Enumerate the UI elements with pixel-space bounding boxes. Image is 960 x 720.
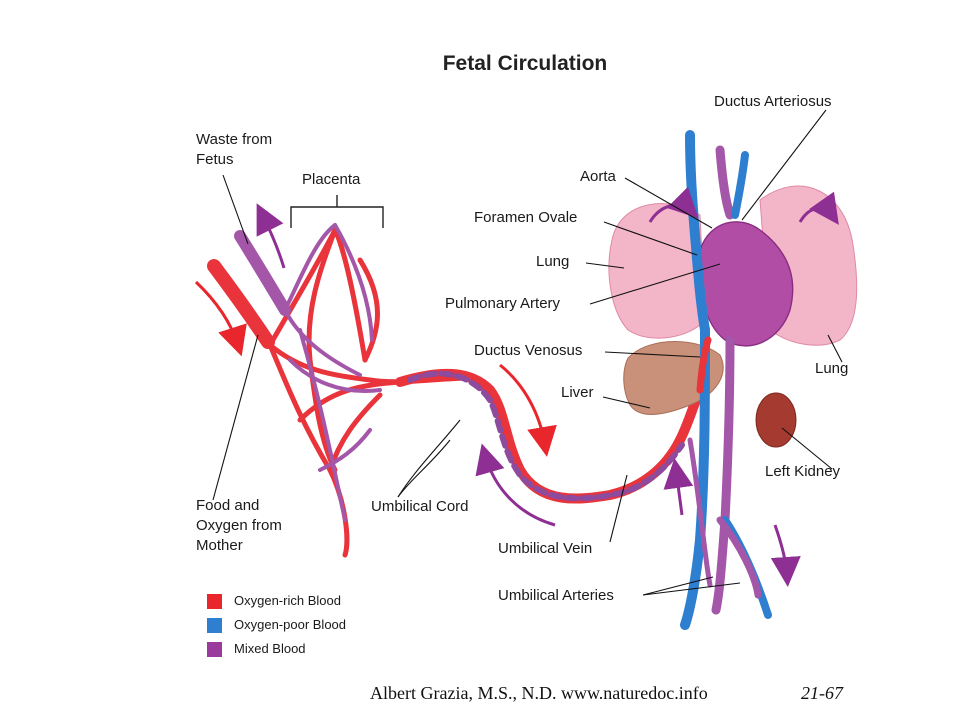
label-pulmonary-artery: Pulmonary Artery [445, 295, 561, 312]
legend-item: Oxygen-rich Blood [207, 592, 407, 610]
label-food-oxygen: Food and Oxygen from Mother [196, 496, 282, 556]
arrow-food [194, 280, 247, 357]
legend-label: Oxygen-rich Blood [234, 593, 341, 608]
legend-label: Mixed Blood [234, 641, 306, 656]
label-lung-left: Lung [536, 253, 570, 270]
label-waste-line-1: Waste from [196, 131, 273, 148]
descending-aorta [711, 335, 735, 615]
aorta-vessel [715, 145, 735, 220]
label-waste-line-2: Fetus [196, 151, 234, 168]
legend-label: Oxygen-poor Blood [234, 617, 347, 632]
arrow-cord-down [499, 363, 557, 457]
leg-vessel-purple [716, 516, 762, 599]
left-kidney [755, 392, 797, 448]
label-lung-right: Lung [815, 360, 849, 377]
flow-arrows [194, 186, 839, 587]
food-vessel [207, 259, 275, 349]
arrow-legs-down [770, 524, 801, 587]
arrow-lung-right [798, 191, 839, 225]
superior-vena-cava [685, 130, 710, 335]
arrow-cord-up [475, 443, 556, 527]
label-food-line-2: Oxygen from [196, 517, 282, 534]
label-umbilical-arteries: Umbilical Arteries [498, 587, 614, 604]
placenta-bracket [290, 195, 384, 228]
label-ductus-arteriosus: Ductus Arteriosus [714, 93, 832, 110]
label-umbilical-vein: Umbilical Vein [498, 540, 593, 557]
label-food-line-3: Mother [196, 537, 243, 554]
label-liver: Liver [561, 384, 594, 401]
waste-vessel [234, 230, 291, 316]
arrow-vein-up [663, 458, 694, 516]
label-umbilical-cord: Umbilical Cord [371, 498, 469, 515]
legend-swatch-oxygen-poor [207, 618, 222, 633]
placenta-purple-vessels [238, 223, 382, 522]
label-waste-from-fetus: Waste from Fetus [196, 130, 272, 170]
label-ductus-venosus: Ductus Venosus [474, 342, 583, 359]
footer-credit: Albert Grazia, M.S., N.D. www.naturedoc.… [370, 683, 708, 703]
left-lung [608, 203, 706, 339]
label-food-line-1: Food and [196, 497, 260, 514]
diagram-title: Fetal Circulation [442, 52, 608, 75]
label-foramen-ovale: Foramen Ovale [474, 209, 578, 226]
label-placenta: Placenta [302, 171, 361, 188]
umbilical-arteries-vessel [687, 437, 713, 588]
pulmonary-vessel [731, 151, 749, 219]
label-aorta: Aorta [580, 168, 616, 185]
legend-swatch-oxygen-rich [207, 594, 222, 609]
legend-swatch-mixed [207, 642, 222, 657]
legend-item: Oxygen-poor Blood [207, 616, 407, 634]
footer-page-number: 21-67 [801, 683, 843, 703]
umbilical-cord-purple [407, 370, 685, 502]
arrow-waste [256, 203, 286, 269]
legend-item: Mixed Blood [207, 640, 407, 658]
arrow-lung-left [648, 186, 699, 223]
umbilical-vein-vessel [696, 336, 712, 394]
leader-lines [212, 109, 843, 596]
liver [623, 341, 724, 415]
label-left-kidney: Left Kidney [765, 463, 841, 480]
